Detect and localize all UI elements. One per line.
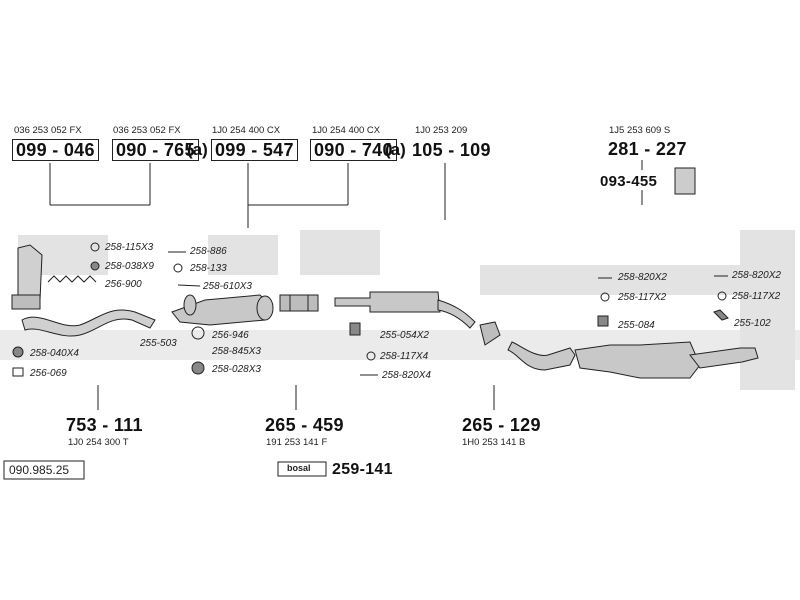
part-number-099-046[interactable]: 099 - 046 [12, 139, 99, 161]
part-label[interactable]: 258-820X2 [732, 270, 781, 281]
part-number-099-547[interactable]: 099 - 547 [211, 139, 298, 161]
part-label[interactable]: 256-946 [212, 330, 249, 341]
ref-label-2: 036 253 052 FX [113, 125, 181, 136]
variant-suffix: (a) [187, 140, 208, 159]
ref-label-1: 036 253 052 FX [14, 125, 82, 136]
part-number-265-129[interactable]: 265 - 129 [462, 415, 541, 435]
part-label[interactable]: 258-845X3 [212, 346, 261, 357]
part-number-090-765[interactable]: 090 - 765 [112, 139, 199, 161]
part-label[interactable]: 258-040X4 [30, 348, 79, 359]
watermark-block-4 [480, 265, 740, 295]
part-label[interactable]: 258-117X4 [380, 351, 429, 362]
ref-label: 191 253 141 F [266, 437, 328, 448]
ref-label-4: 1J0 254 400 CX [312, 125, 381, 136]
part-label[interactable]: 255-503 [140, 338, 177, 349]
part-label[interactable]: 255-084 [618, 320, 655, 331]
variant-suffix: (a) [385, 140, 406, 159]
ref-label-6: 1J5 253 609 S [609, 125, 671, 136]
ref-label-3: 1J0 254 400 CX [212, 125, 281, 136]
part-number-105-109[interactable]: 105 - 109 [412, 140, 491, 160]
part-label[interactable]: 258-820X2 [618, 272, 667, 283]
ref-label: 1H0 253 141 B [462, 437, 526, 448]
part-label[interactable]: 258-028X3 [212, 364, 261, 375]
part-number-753-111[interactable]: 753 - 111 [66, 415, 143, 435]
part-label[interactable]: 255-054X2 [380, 330, 429, 341]
part-number-265-459[interactable]: 265 - 459 [265, 415, 344, 435]
part-label[interactable]: 258-038X9 [105, 261, 154, 272]
part-number-281-227[interactable]: 281 - 227 [608, 139, 687, 159]
part-label[interactable]: 258-117X2 [618, 292, 667, 303]
part-number-093-455[interactable]: 093-455 [600, 173, 658, 190]
part-label[interactable]: 258-610X3 [203, 281, 252, 292]
part-label[interactable]: 258-115X3 [105, 242, 154, 253]
part-label[interactable]: 258-820X4 [382, 370, 431, 381]
part-label[interactable]: 256-069 [30, 368, 67, 379]
part-label[interactable]: 256-900 [105, 279, 142, 290]
part-label[interactable]: 255-102 [734, 318, 771, 329]
watermark-block-2 [208, 235, 278, 275]
catalog-number: 090.985.25 [9, 463, 70, 477]
part-number-259-141[interactable]: 259-141 [332, 461, 393, 478]
ref-label: 1J0 254 300 T [68, 437, 129, 448]
watermark-block-3 [300, 230, 380, 275]
part-number-090-740[interactable]: 090 - 740 [310, 139, 397, 161]
part-label[interactable]: 258-117X2 [732, 291, 781, 302]
bosal-logo: bosal [287, 463, 311, 473]
part-label[interactable]: 258-133 [190, 263, 227, 274]
watermark-block-5 [740, 230, 795, 390]
ref-label-5: 1J0 253 209 [415, 125, 468, 136]
part-label[interactable]: 258-886 [190, 246, 227, 257]
